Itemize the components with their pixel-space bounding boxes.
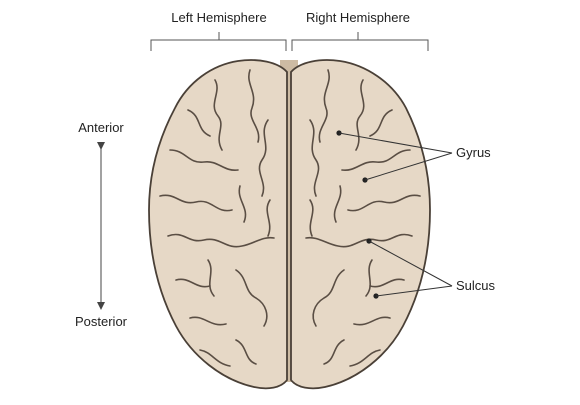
gyrus-label: Gyrus: [456, 145, 491, 160]
left-hemisphere-bracket: [150, 32, 287, 51]
right-hemisphere-label: Right Hemisphere: [306, 10, 410, 25]
left-hemisphere: [148, 59, 288, 390]
anterior-label: Anterior: [78, 120, 124, 135]
brain-illustration: [148, 59, 431, 390]
right-sulci: [305, 69, 421, 367]
left-sulci: [159, 69, 275, 367]
posterior-label: Posterior: [75, 314, 128, 329]
left-hemisphere-label: Left Hemisphere: [171, 10, 266, 25]
right-hemisphere-bracket: [291, 32, 429, 51]
right-hemisphere: [290, 59, 431, 390]
sulcus-label: Sulcus: [456, 278, 496, 293]
leader-lines: [338, 132, 453, 297]
